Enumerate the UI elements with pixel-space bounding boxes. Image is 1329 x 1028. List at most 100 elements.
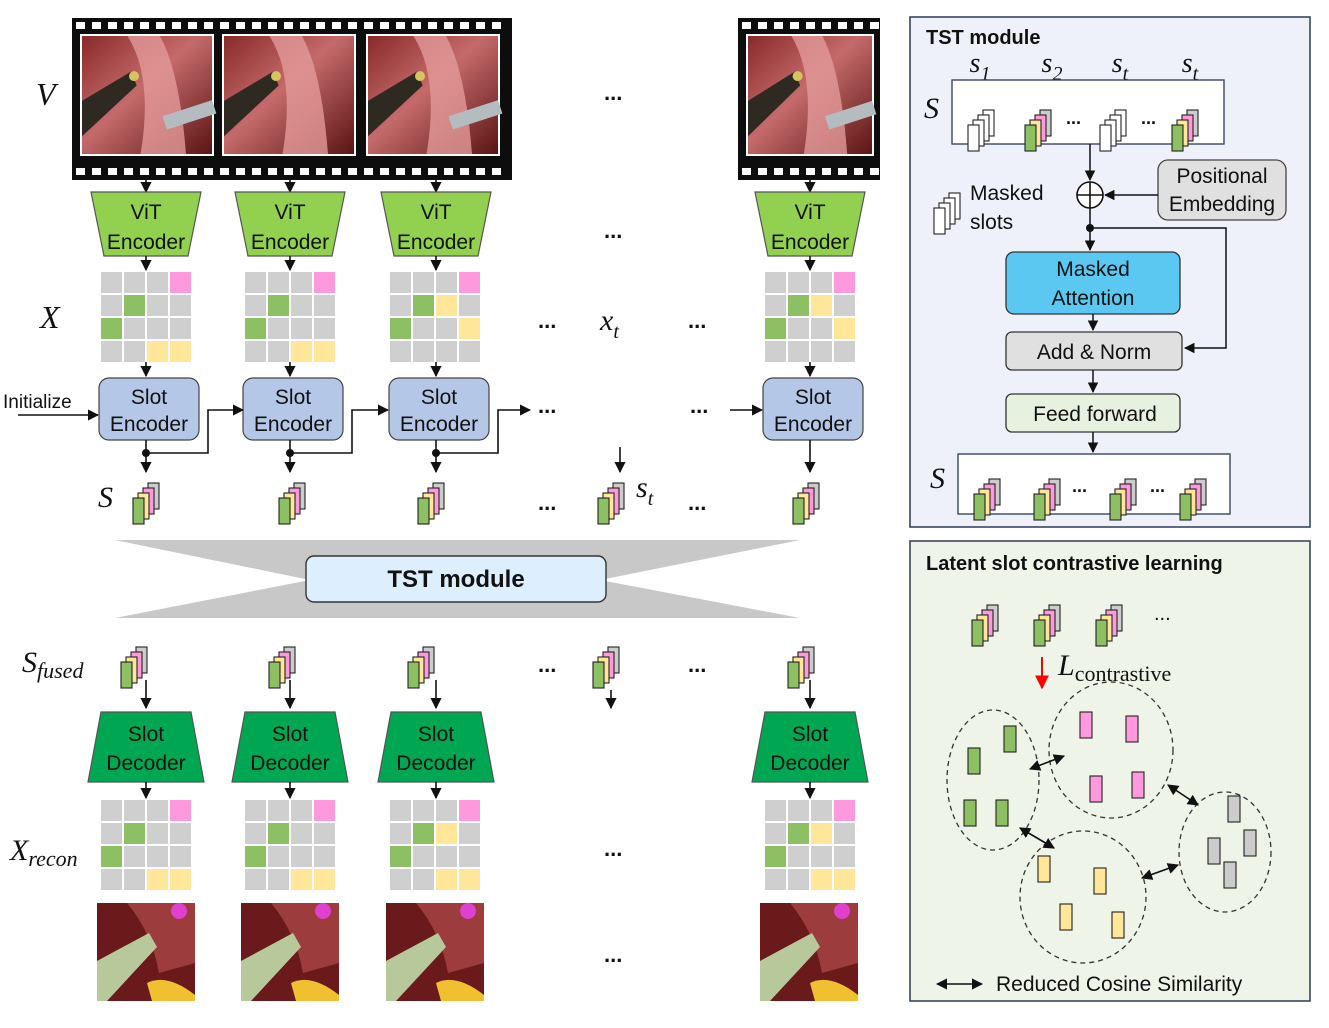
sprocket-hole bbox=[172, 168, 181, 175]
green-slot bbox=[1003, 725, 1017, 753]
grid-cell bbox=[170, 823, 191, 844]
grid-cell bbox=[268, 846, 289, 867]
slot-encoder-line2: Encoder bbox=[774, 413, 852, 436]
recon-tool-yellow bbox=[147, 979, 195, 1001]
sprocket-hole bbox=[188, 22, 197, 29]
sprocket-hole bbox=[76, 168, 85, 175]
yellow-slot bbox=[1059, 903, 1073, 931]
grid-cell bbox=[101, 869, 122, 890]
grid-cell bbox=[147, 318, 168, 339]
grid-cell bbox=[834, 341, 855, 362]
slot-card bbox=[933, 207, 946, 235]
ellipsis-x-1: ... bbox=[538, 308, 556, 333]
grid-cell bbox=[436, 295, 457, 316]
grid-cell bbox=[314, 846, 335, 867]
grid-cell bbox=[413, 846, 434, 867]
ellipsis-contrastive: ... bbox=[1154, 603, 1171, 625]
slot-card bbox=[407, 661, 420, 689]
slot-decoder-line2: Decoder bbox=[106, 752, 185, 775]
sprocket-hole bbox=[460, 22, 469, 29]
sprocket-hole bbox=[316, 22, 325, 29]
grid-cell bbox=[834, 869, 855, 890]
slot-decoder-line2: Decoder bbox=[770, 752, 849, 775]
pink-slot bbox=[1079, 711, 1093, 739]
ellipsis-enc-2: ... bbox=[690, 393, 708, 418]
sprocket-hole bbox=[380, 22, 389, 29]
vit-encoder-line1: ViT bbox=[794, 201, 825, 224]
gray-slot bbox=[1207, 837, 1221, 865]
sprocket-hole bbox=[412, 168, 421, 175]
sprocket-hole bbox=[758, 168, 767, 175]
sprocket-hole bbox=[140, 22, 149, 29]
sprocket-hole bbox=[822, 168, 831, 175]
yellow-slot bbox=[1111, 911, 1125, 939]
tst-residual bbox=[1090, 227, 1227, 354]
sprocket-hole bbox=[822, 22, 831, 29]
grid-cell bbox=[101, 295, 122, 316]
slot-encoder-line2: Encoder bbox=[110, 413, 188, 436]
recon-tool-yellow bbox=[436, 979, 484, 1001]
grid-cell bbox=[811, 846, 832, 867]
sprocket-hole bbox=[92, 22, 101, 29]
frame-tool bbox=[82, 71, 137, 137]
grid-cell bbox=[147, 295, 168, 316]
slot-card bbox=[120, 661, 133, 689]
sprocket-hole bbox=[332, 168, 341, 175]
recon-tool-green bbox=[760, 933, 820, 1001]
fused-label: Sfused bbox=[22, 646, 84, 683]
slot-encoder-line1: Slot bbox=[795, 386, 831, 409]
sprocket-hole bbox=[236, 168, 245, 175]
slot-card bbox=[792, 497, 805, 525]
grid-cell bbox=[124, 823, 145, 844]
grid-cell bbox=[788, 295, 809, 316]
positional-embedding-line2: Embedding bbox=[1169, 193, 1275, 216]
feature-grid-1 bbox=[101, 272, 191, 362]
grid-cell bbox=[788, 272, 809, 293]
grid-cell bbox=[834, 295, 855, 316]
slot-card bbox=[973, 493, 986, 521]
recon-image bbox=[97, 903, 195, 1001]
sprocket-hole bbox=[124, 168, 133, 175]
contrastive-panel-title: Latent slot contrastive learning bbox=[926, 553, 1223, 575]
grid-cell bbox=[834, 272, 855, 293]
grid-cell bbox=[291, 295, 312, 316]
sprocket-hole bbox=[476, 22, 485, 29]
sprocket-hole bbox=[790, 168, 799, 175]
ellipsis-x-2: ... bbox=[688, 308, 706, 333]
grid-cell bbox=[268, 800, 289, 821]
slot-decoder-line2: Decoder bbox=[250, 752, 329, 775]
sprocket-hole bbox=[108, 168, 117, 175]
sprocket-hole bbox=[300, 22, 309, 29]
grid-cell bbox=[459, 272, 480, 293]
slot-decoder-line1: Slot bbox=[128, 723, 164, 746]
grid-cell bbox=[170, 869, 191, 890]
sprocket-hole bbox=[790, 22, 799, 29]
encoder-recurrent-link bbox=[436, 404, 532, 454]
grid-cell bbox=[811, 272, 832, 293]
slot-stack-fused bbox=[407, 646, 435, 689]
grid-cell bbox=[459, 823, 480, 844]
grid-cell bbox=[390, 295, 411, 316]
grid-cell bbox=[124, 800, 145, 821]
recon-tissue bbox=[790, 903, 858, 973]
ellipsis-enc-1: ... bbox=[538, 393, 556, 418]
grid-cell bbox=[170, 295, 191, 316]
feature-grid-3 bbox=[390, 272, 480, 362]
recon-tissue bbox=[271, 903, 339, 973]
slot-decoder-line1: Slot bbox=[418, 723, 454, 746]
tst-module-bar[interactable] bbox=[305, 555, 607, 603]
add-norm-label: Add & Norm bbox=[1037, 341, 1151, 364]
tst-slot-name: st bbox=[1182, 48, 1199, 85]
grid-cell bbox=[765, 800, 786, 821]
feature-grid-2 bbox=[245, 272, 335, 362]
grid-cell bbox=[147, 869, 168, 890]
grid-cell bbox=[811, 341, 832, 362]
video-frame bbox=[366, 34, 503, 156]
grid-cell bbox=[170, 272, 191, 293]
cluster-green bbox=[946, 709, 1040, 851]
tst-out-ellipsis-2: ... bbox=[1150, 476, 1165, 496]
vit-encoder-line1: ViT bbox=[130, 201, 161, 224]
recon-tool-pink bbox=[171, 903, 187, 919]
